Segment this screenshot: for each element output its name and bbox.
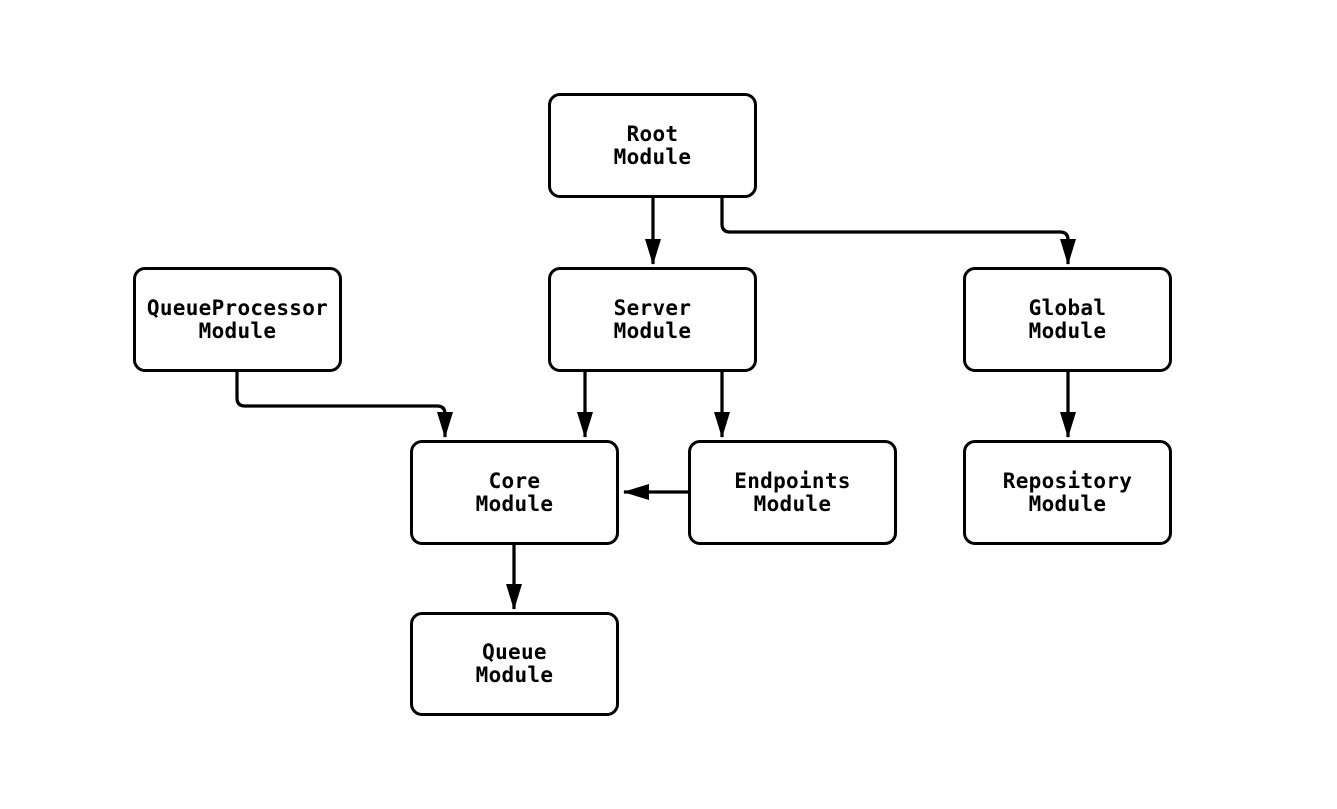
node-repository-module: Repository Module — [963, 440, 1172, 545]
node-global-module: Global Module — [963, 267, 1172, 372]
node-endpoints-module: Endpoints Module — [688, 440, 897, 545]
node-core-module-label: Core Module — [475, 468, 554, 516]
node-queueprocessor-module-label: QueueProcessor Module — [146, 295, 329, 343]
node-queue-module: Queue Module — [410, 612, 619, 716]
node-endpoints-module-label: Endpoints Module — [734, 468, 851, 516]
node-core-module: Core Module — [410, 440, 619, 545]
node-queue-module-label: Queue Module — [475, 640, 554, 687]
edge-queueprocessor-to-core — [235, 372, 453, 438]
edge-root-to-global — [720, 198, 1076, 265]
node-queueprocessor-module: QueueProcessor Module — [133, 267, 342, 372]
node-root-module-label: Root Module — [613, 121, 692, 169]
node-global-module-label: Global Module — [1028, 295, 1107, 343]
node-root-module: Root Module — [548, 93, 757, 198]
node-repository-module-label: Repository Module — [1002, 468, 1133, 516]
node-server-module-label: Server Module — [613, 295, 692, 343]
node-server-module: Server Module — [548, 267, 757, 372]
